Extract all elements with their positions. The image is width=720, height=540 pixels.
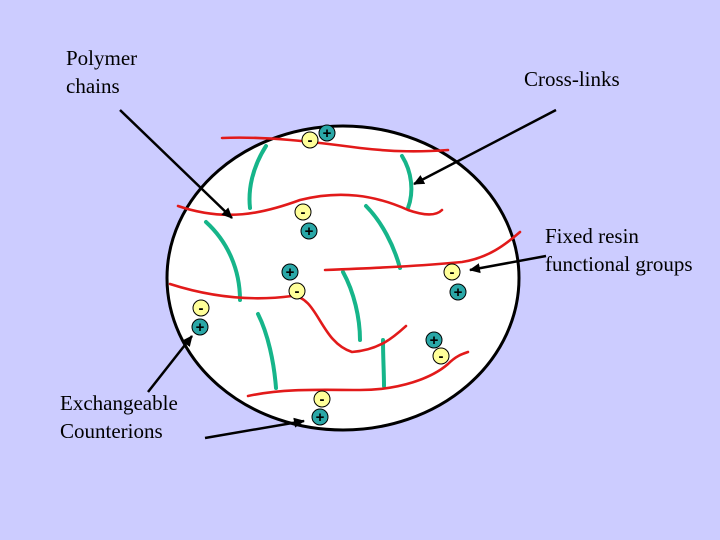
polymer-chain (168, 282, 408, 354)
arrow-fixed-groups (469, 254, 547, 274)
svg-text:-: - (450, 264, 455, 281)
label-cross-links: Cross-links (524, 67, 620, 91)
arrow-counterions-lower (204, 417, 305, 440)
cross-link (247, 144, 268, 210)
arrow-counterions-upper (147, 335, 193, 393)
arrow-polymer-chains (119, 109, 233, 219)
label-polymer-chains-line1: Polymer (66, 46, 137, 70)
svg-text:+: + (454, 284, 463, 301)
polymer-chain (220, 136, 450, 153)
polymer-chains (168, 136, 522, 398)
polymer-chain (176, 193, 444, 217)
label-fixed-groups-line2: functional groups (545, 252, 693, 276)
fixed-group: - (294, 203, 312, 221)
svg-text:-: - (199, 300, 204, 317)
svg-text:+: + (196, 319, 205, 336)
cross-link (364, 204, 402, 270)
arrow-cross-links (413, 108, 557, 186)
counterions: + + + + + + + (191, 124, 467, 426)
fixed-functional-groups: - - - - - - - (192, 131, 461, 408)
svg-text:-: - (320, 391, 325, 408)
callout-arrows (119, 108, 557, 440)
label-fixed-groups-line1: Fixed resin (545, 224, 639, 248)
fixed-group: - (443, 263, 461, 281)
polymer-chain (323, 230, 522, 272)
resin-bead (165, 124, 521, 432)
svg-text:-: - (439, 348, 444, 365)
fixed-group: - (432, 347, 450, 365)
cross-link (256, 312, 278, 390)
svg-text:-: - (301, 204, 306, 221)
svg-text:-: - (308, 132, 313, 149)
counterion: + (449, 283, 467, 301)
label-polymer-chains-line2: chains (66, 74, 120, 98)
cross-link (204, 220, 242, 302)
label-counterions-line1: Exchangeable (60, 391, 178, 415)
svg-text:+: + (430, 332, 439, 349)
counterion: + (191, 318, 209, 336)
counterion: + (311, 408, 329, 426)
cross-link (341, 270, 362, 342)
svg-text:-: - (295, 283, 300, 300)
svg-text:+: + (286, 264, 295, 281)
svg-text:+: + (323, 125, 332, 142)
counterion: + (281, 263, 299, 281)
polymer-chain (246, 350, 470, 398)
svg-text:+: + (305, 223, 314, 240)
fixed-group: - (313, 390, 331, 408)
cross-link (381, 338, 386, 388)
label-counterions-line2: Counterions (60, 419, 163, 443)
cross-link (400, 154, 414, 210)
counterion: + (300, 222, 318, 240)
counterion: + (318, 124, 336, 142)
fixed-group: - (288, 282, 306, 300)
counterion: + (425, 331, 443, 349)
fixed-group: - (192, 299, 210, 317)
fixed-group: - (301, 131, 319, 149)
svg-text:+: + (316, 409, 325, 426)
